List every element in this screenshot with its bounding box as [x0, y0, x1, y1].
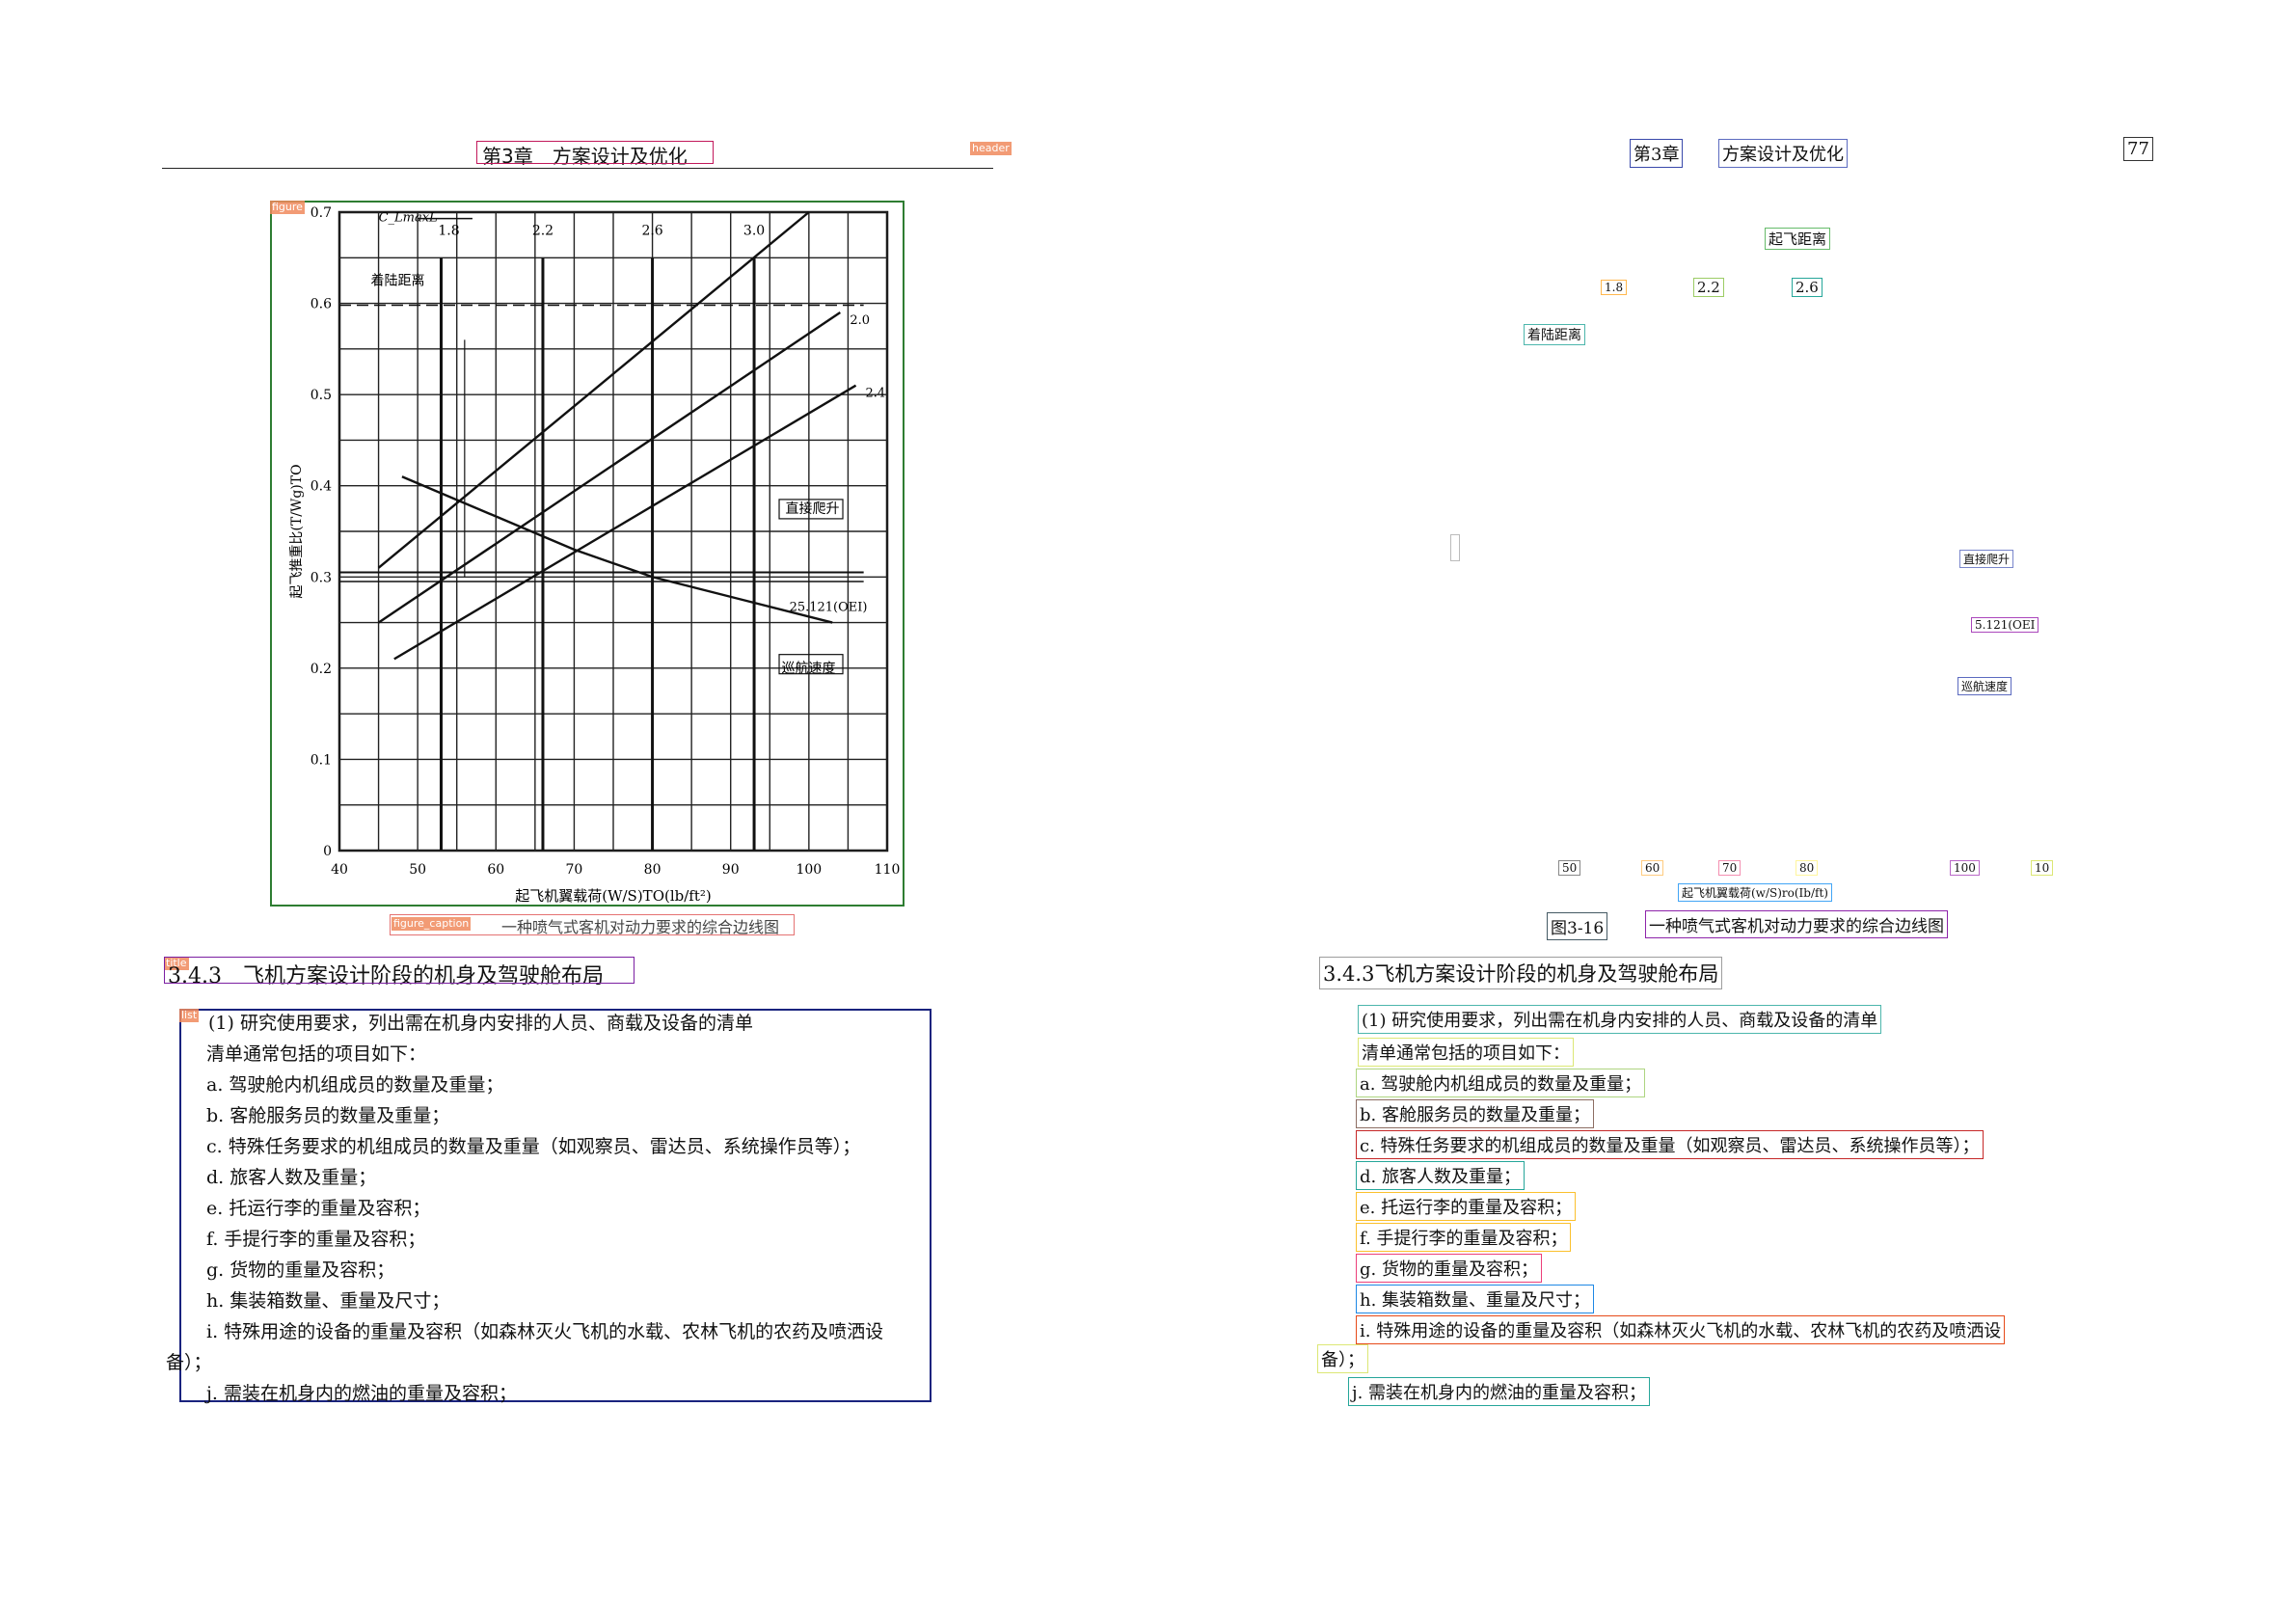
landing-cl-label: 3.0 — [743, 224, 765, 239]
right-list-item: 清单通常包括的项目如下： — [1358, 1038, 1574, 1067]
list-box — [179, 1009, 932, 1402]
left-header-rule — [162, 168, 993, 169]
x-tick-label: 100 — [796, 862, 822, 878]
right-list-item: h. 集装箱数量、重量及尺寸； — [1356, 1285, 1595, 1313]
right-list-item: c. 特殊任务要求的机组成员的数量及重量（如观察员、雷达员、系统操作员等）； — [1356, 1130, 1984, 1159]
ocr-xlabel: 起飞机翼载荷(w/S)ro(Ib/ft) — [1678, 883, 1832, 902]
right-list-item: a. 驾驶舱内机组成员的数量及重量； — [1356, 1069, 1646, 1097]
right-fig-caption: 一种喷气式客机对动力要求的综合边线图 — [1645, 910, 1948, 938]
left-list-item: (1) 研究使用要求，列出需在机身内安排的人员、商载及设备的清单 — [208, 1013, 753, 1034]
x-tick-label: 90 — [722, 862, 740, 878]
header-tag: header — [970, 142, 1012, 155]
list-tag: list — [179, 1009, 200, 1022]
section-title: 3.4.3 飞机方案设计阶段的机身及驾驶舱布局 — [168, 964, 604, 988]
right-list-item: j. 需装在机身内的燃油的重量及容积； — [1348, 1377, 1651, 1406]
cruise-label-box — [778, 654, 844, 675]
y-tick-label: 0.5 — [310, 388, 332, 403]
ocr-oei: 5.121(OEI — [1971, 617, 2039, 633]
left-list-item: h. 集装箱数量、重量及尺寸； — [206, 1290, 450, 1312]
left-list-item: g. 货物的重量及容积； — [206, 1259, 395, 1281]
ocr-landing: 着陆距离 — [1524, 324, 1585, 345]
climb-label-box — [778, 499, 844, 520]
x-tick-label: 40 — [331, 862, 348, 878]
x-tick-label: 50 — [409, 862, 426, 878]
landing-cl-label: 2.6 — [641, 224, 662, 239]
y-tick-label: 0.4 — [310, 479, 332, 495]
left-list-item: i. 特殊用途的设备的重量及容积（如森林灭火飞机的水载、农林飞机的农药及喷洒设 — [206, 1321, 884, 1342]
series-line — [377, 211, 810, 569]
section-title-box — [164, 957, 634, 984]
ocr-xtick-80: 80 — [1796, 860, 1819, 876]
ocr-takeoff: 起飞距离 — [1765, 228, 1831, 250]
figure-tag: figure — [270, 201, 305, 214]
right-list-item: g. 货物的重量及容积； — [1356, 1254, 1542, 1283]
y-tick-label: 0.7 — [310, 205, 332, 221]
annotation-cruise: 巡航速度 — [781, 662, 835, 677]
annotation-climb: 直接爬升 — [786, 501, 840, 517]
y-tick-label: 0.2 — [310, 662, 332, 677]
right-header-title: 方案设计及优化 — [1718, 139, 1848, 168]
y-tick-label: 0 — [323, 844, 332, 859]
y-tick-label: 0.6 — [310, 297, 332, 312]
series-line — [393, 384, 857, 661]
y-tick-label: 0.1 — [310, 752, 332, 768]
right-list-item: (1) 研究使用要求，列出需在机身内安排的人员、商载及设备的清单 — [1358, 1005, 1882, 1034]
ocr-xtick-100: 100 — [1950, 860, 1980, 876]
x-axis-label: 起飞机翼载荷(W/S)TO(lb/ft²) — [515, 887, 712, 905]
left-list-item: d. 旅客人数及重量； — [206, 1167, 377, 1188]
annotation-oei: 25.121(OEI) — [790, 600, 868, 614]
figure-caption: 一种喷气式客机对动力要求的综合边线图 — [501, 918, 780, 936]
right-list-item: b. 客舱服务员的数量及重量； — [1356, 1099, 1594, 1128]
ocr-climb: 直接爬升 — [1959, 550, 2014, 568]
landing-cl-label: 2.2 — [532, 224, 554, 239]
right-list-item: e. 托运行李的重量及容积； — [1356, 1192, 1577, 1221]
right-section-title: 3.4.3飞机方案设计阶段的机身及驾驶舱布局 — [1319, 957, 1723, 989]
right-list-item: i. 特殊用途的设备的重量及容积（如森林灭火飞机的水载、农林飞机的农药及喷洒设 — [1356, 1315, 2006, 1344]
caption-box — [390, 914, 795, 935]
right-list-item: 备）； — [1317, 1344, 1368, 1373]
x-tick-label: 80 — [644, 862, 662, 878]
annotation-landing: 着陆距离 — [370, 273, 424, 289]
y-tick-label: 0.3 — [310, 570, 332, 585]
right-list-item: f. 手提行李的重量及容积； — [1356, 1223, 1572, 1252]
right-header-chapter: 第3章 — [1630, 139, 1684, 168]
right-list-item: d. 旅客人数及重量； — [1356, 1161, 1525, 1190]
right-fig-num: 图3-16 — [1547, 912, 1608, 940]
y-axis-label: 起飞推重比(T/Wg)TO — [289, 464, 305, 598]
ocr-cl-3: 2.6 — [1792, 278, 1822, 297]
ocr-cl-2: 2.2 — [1693, 278, 1724, 297]
annotation-clmaxl: C_LmaxL — [379, 210, 438, 225]
landing-cl-label: 1.8 — [438, 224, 459, 239]
ocr-xtick-10: 10 — [2031, 860, 2054, 876]
x-tick-label: 110 — [875, 862, 901, 878]
ocr-xtick-60: 60 — [1641, 860, 1664, 876]
ocr-cl-1: 1.8 — [1601, 280, 1628, 295]
ocr-ylabel-fragment — [1450, 534, 1460, 561]
left-header-title: 第3章 方案设计及优化 — [482, 145, 688, 168]
page-number: 77 — [2123, 137, 2153, 161]
left-list-item: b. 客舱服务员的数量及重量； — [206, 1105, 450, 1126]
takeoff-cl-label: 2.4 — [866, 387, 886, 401]
left-list-item: a. 驾驶舱内机组成员的数量及重量； — [206, 1074, 504, 1096]
series-line — [377, 311, 841, 624]
section-tag: title — [164, 957, 189, 970]
left-list-item: c. 特殊任务要求的机组成员的数量及重量（如观察员、雷达员、系统操作员等）； — [206, 1136, 861, 1157]
left-list-item: 备）； — [166, 1352, 212, 1373]
figure-box — [270, 201, 904, 907]
ocr-xtick-50: 50 — [1558, 860, 1581, 876]
caption-tag: figure_caption — [392, 917, 472, 931]
x-tick-label: 60 — [487, 862, 504, 878]
power-requirement-chart: 40 50 60 70 80 90 100 110 0 0.1 0.2 0.3 0.4 0.5 0.6 0.7… — [289, 205, 901, 905]
left-list-item: f. 手提行李的重量及容积； — [206, 1229, 426, 1250]
ocr-xtick-70: 70 — [1718, 860, 1742, 876]
left-list-item: 清单通常包括的项目如下： — [206, 1043, 427, 1065]
left-list-item: j. 需装在机身内的燃油的重量及容积； — [206, 1383, 517, 1404]
ocr-cruise: 巡航速度 — [1958, 677, 2012, 695]
left-header-box — [476, 141, 714, 164]
left-list-item: e. 托运行李的重量及容积； — [206, 1198, 431, 1219]
takeoff-cl-label: 2.0 — [850, 313, 870, 328]
x-tick-label: 70 — [566, 862, 583, 878]
series-line — [401, 475, 833, 624]
